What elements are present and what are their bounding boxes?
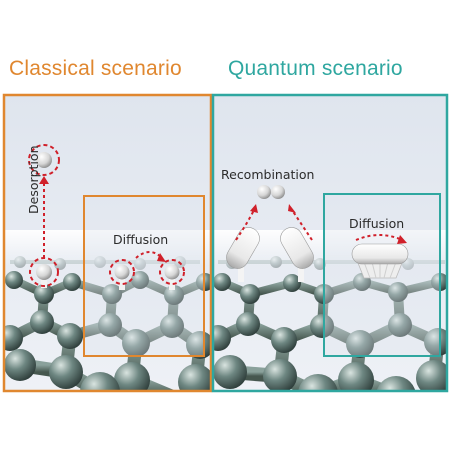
quantum-diffusion-arrow bbox=[355, 234, 407, 244]
delocalized-hydrogen-right bbox=[280, 227, 314, 282]
diffusing-hydrogen-atom-1 bbox=[109, 259, 135, 290]
recombined-h2-molecule bbox=[257, 185, 285, 199]
quantum-diffusion-inset bbox=[323, 193, 441, 357]
recombination-arrows bbox=[235, 204, 313, 241]
delocalized-hydrogen-left bbox=[226, 227, 260, 282]
quantum-diffusion-label: Diffusion bbox=[349, 216, 405, 231]
classical-scenario-heading: Classical scenario bbox=[9, 57, 182, 80]
adsorbed-hydrogen-atom bbox=[29, 257, 59, 288]
recombination-label: Recombination bbox=[221, 167, 315, 182]
quantum-panel-frame bbox=[211, 93, 449, 393]
classical-panel-frame bbox=[2, 93, 213, 393]
quantum-scenario-heading: Quantum scenario bbox=[228, 57, 403, 80]
desorption-arrow bbox=[39, 176, 49, 258]
delocalized-hydrogen-diffusing bbox=[351, 243, 409, 279]
diffusing-hydrogen-atom-2 bbox=[159, 259, 185, 290]
desorbed-hydrogen-atom bbox=[28, 144, 60, 176]
graphene-lattice-quantum bbox=[213, 230, 447, 391]
classical-diffusion-arrow bbox=[135, 251, 166, 262]
classical-diffusion-inset bbox=[83, 195, 205, 357]
desorption-label: Desorption bbox=[26, 145, 41, 215]
classical-diffusion-label: Diffusion bbox=[113, 232, 169, 247]
